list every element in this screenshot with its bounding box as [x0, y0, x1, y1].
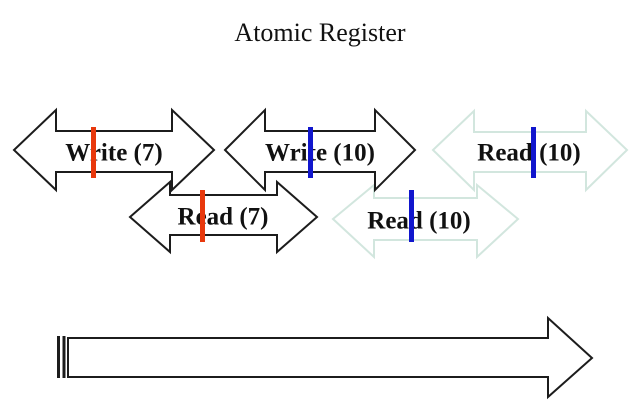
write7-tick	[91, 127, 96, 178]
read10-top-arrow-shape	[431, 108, 629, 193]
write10-label: Write (10)	[265, 140, 375, 167]
write7-label: Write (7)	[65, 140, 162, 167]
read10-bottom-tick	[409, 190, 414, 242]
diagram-title: Atomic Register	[234, 18, 406, 47]
read7-tick	[200, 190, 205, 242]
read7-label: Read (7)	[178, 204, 269, 231]
read7-arrow-shape	[128, 179, 319, 255]
read10-bottom-label: Read (10)	[367, 208, 470, 235]
write10-tick	[308, 127, 313, 178]
timeline-tail-bar-1	[57, 336, 60, 378]
timeline-arrow-shape	[67, 315, 594, 400]
read10-bottom-arrow-shape	[331, 182, 520, 260]
write7-arrow-shape	[12, 107, 216, 193]
timeline-tail-bar-2	[62, 336, 66, 378]
read10-top-label: Read (10)	[477, 140, 580, 167]
read10-top-tick	[531, 127, 536, 178]
write10-arrow-shape	[223, 107, 417, 193]
